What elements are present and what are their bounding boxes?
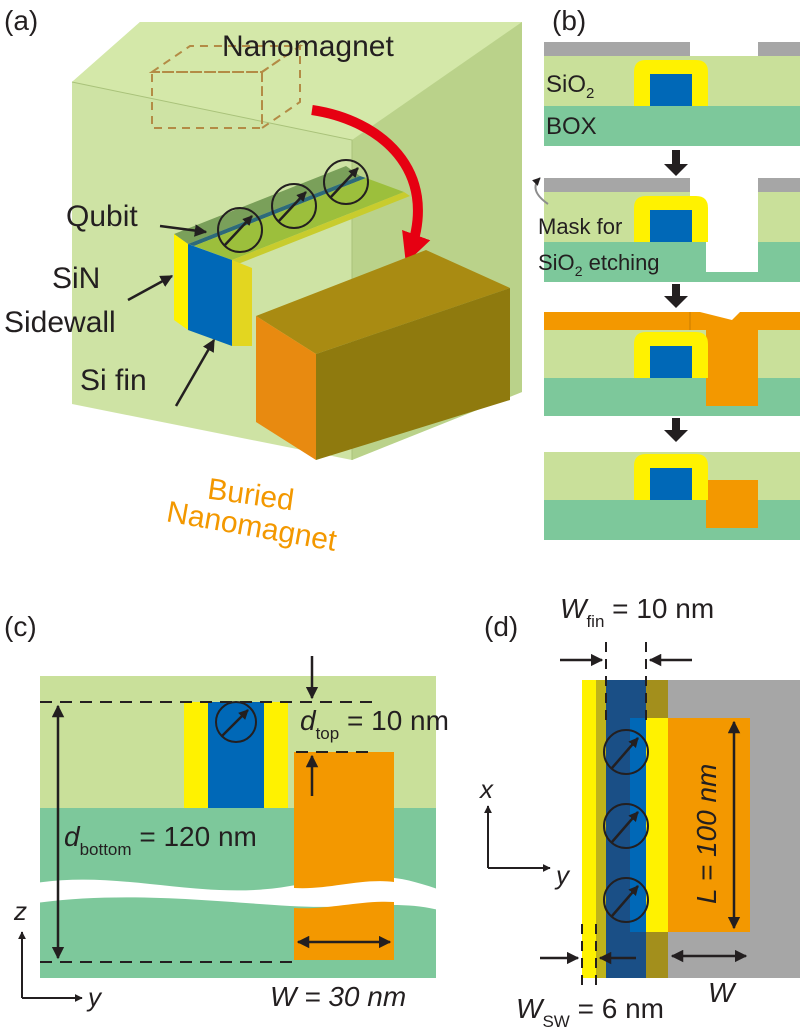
si-fin-c bbox=[208, 702, 264, 808]
panel-d-tag: (d) bbox=[484, 611, 518, 642]
qubit-spins-d bbox=[603, 729, 649, 923]
sidewall-right-d bbox=[646, 718, 668, 932]
process-step-3 bbox=[544, 312, 800, 416]
axis-y-label-d: y bbox=[554, 860, 571, 890]
sidewall-right-c bbox=[264, 702, 288, 808]
fin-pointer-arrow bbox=[174, 338, 216, 407]
process-step-2 bbox=[532, 177, 800, 282]
sio2-label: SiO2 bbox=[546, 71, 594, 102]
panel-b-tag: (b) bbox=[552, 5, 586, 36]
si-fin-3d bbox=[174, 166, 410, 346]
fin-overlap-d bbox=[630, 718, 646, 932]
w-sw-label: WSW = 6 nm bbox=[516, 993, 664, 1031]
process-arrowhead-1 bbox=[664, 164, 688, 176]
qubit-pointer-arrow bbox=[159, 224, 208, 237]
panel-d: (d) Wfin = 10 nm bbox=[478, 593, 800, 1031]
w-label-c: W = 30 nm bbox=[270, 981, 406, 1012]
box-label: BOX bbox=[546, 113, 597, 140]
qubit-circle bbox=[323, 159, 369, 205]
process-step-4 bbox=[544, 452, 800, 540]
sidewall-label-line2: Sidewall bbox=[4, 306, 116, 339]
nanomagnet-upper-c bbox=[294, 752, 394, 889]
qubit-circle bbox=[603, 729, 649, 775]
qubit-circle bbox=[217, 207, 263, 253]
d-bottom-label: dbottom = 120 nm bbox=[64, 821, 257, 859]
w-label-d: W bbox=[708, 977, 737, 1008]
sidewall-left-d bbox=[582, 680, 596, 978]
d-top-label: dtop = 10 nm bbox=[300, 705, 449, 743]
w-fin-label: Wfin = 10 nm bbox=[560, 593, 714, 631]
process-step-1 bbox=[544, 42, 800, 146]
axis-y-label-c: y bbox=[86, 982, 103, 1012]
nanomagnet-outline bbox=[148, 44, 304, 130]
axis-x-label-d: x bbox=[478, 774, 494, 804]
nanomagnet-lower-c bbox=[294, 901, 394, 960]
panel-c: (c) dtop = 10 nm dbottom = 120 nm W = 30… bbox=[4, 611, 449, 1012]
process-arrowhead-2 bbox=[664, 296, 688, 308]
panel-c-tag: (c) bbox=[4, 611, 37, 642]
qubit-circle bbox=[215, 701, 257, 743]
qubit-circle bbox=[603, 803, 649, 849]
l-label: L = 100 nm bbox=[691, 764, 722, 904]
red-curved-arrow bbox=[311, 105, 431, 264]
qubit-label: Qubit bbox=[66, 200, 138, 233]
fin-label: Si fin bbox=[80, 364, 147, 397]
qubit-circle bbox=[603, 877, 649, 923]
process-arrowhead-3 bbox=[664, 430, 688, 442]
sidewall-left-overlay-d bbox=[596, 680, 606, 978]
panel-a-tag: (a) bbox=[4, 5, 38, 36]
qubit-circle bbox=[271, 183, 317, 229]
qubit-spins-a bbox=[217, 159, 369, 253]
buried-nanomagnet-3d bbox=[256, 250, 510, 460]
sidewall-pointer-arrow bbox=[127, 274, 174, 302]
etch-label: SiO2 etching bbox=[538, 250, 660, 279]
sidewall-left-c bbox=[184, 702, 208, 808]
nanomagnet-label: Nanomagnet bbox=[222, 30, 394, 63]
axis-z-label-c: z bbox=[13, 896, 27, 926]
sidewall-label-line1: SiN bbox=[52, 262, 100, 295]
mask-label: Mask for bbox=[538, 214, 622, 239]
panel-b: (b) SiO2 BOX Mask for SiO2 etching bbox=[532, 5, 800, 540]
panel-a: (a) bbox=[4, 5, 522, 558]
